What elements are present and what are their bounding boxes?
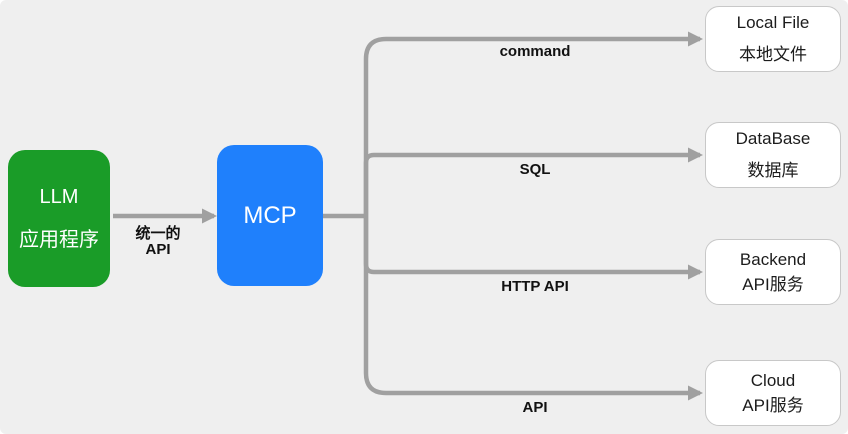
edge-mcp-to-backend [363,216,703,280]
node-database: DataBase 数据库 [705,122,841,188]
edge-label-command: command [499,43,571,60]
node-backend-api-title: Backend [739,250,807,269]
node-backend-api: Backend API服务 [705,239,841,305]
node-backend-api-subtitle: API服务 [742,275,804,294]
node-cloud-api: Cloud API服务 [705,360,841,426]
edge-label-unified-line2: API [145,241,171,258]
edge-label-unified-line1: 统一的 [135,225,181,242]
edge-label-unified-api: 统一的 API [113,226,203,258]
edge-label-sql: SQL [519,161,551,178]
node-llm-subtitle: 应用程序 [19,228,99,251]
edge-mcp-to-database [363,147,703,216]
node-mcp: MCP [217,145,323,286]
node-cloud-api-title: Cloud [750,371,796,390]
node-llm-title: LLM [39,185,79,208]
node-mcp-label: MCP [243,201,297,229]
edge-mcp-to-cloud [363,216,703,401]
edge-mcp-to-localfile [363,31,703,216]
edge-label-api: API [522,399,548,416]
node-database-title: DataBase [735,129,811,148]
node-llm-app: LLM 应用程序 [8,150,110,287]
edge-label-http-api: HTTP API [501,278,569,295]
node-local-file-subtitle: 本地文件 [739,45,807,64]
node-cloud-api-subtitle: API服务 [742,396,804,415]
node-local-file-title: Local File [736,13,810,32]
node-database-subtitle: 数据库 [747,161,799,180]
node-local-file: Local File 本地文件 [705,6,841,72]
